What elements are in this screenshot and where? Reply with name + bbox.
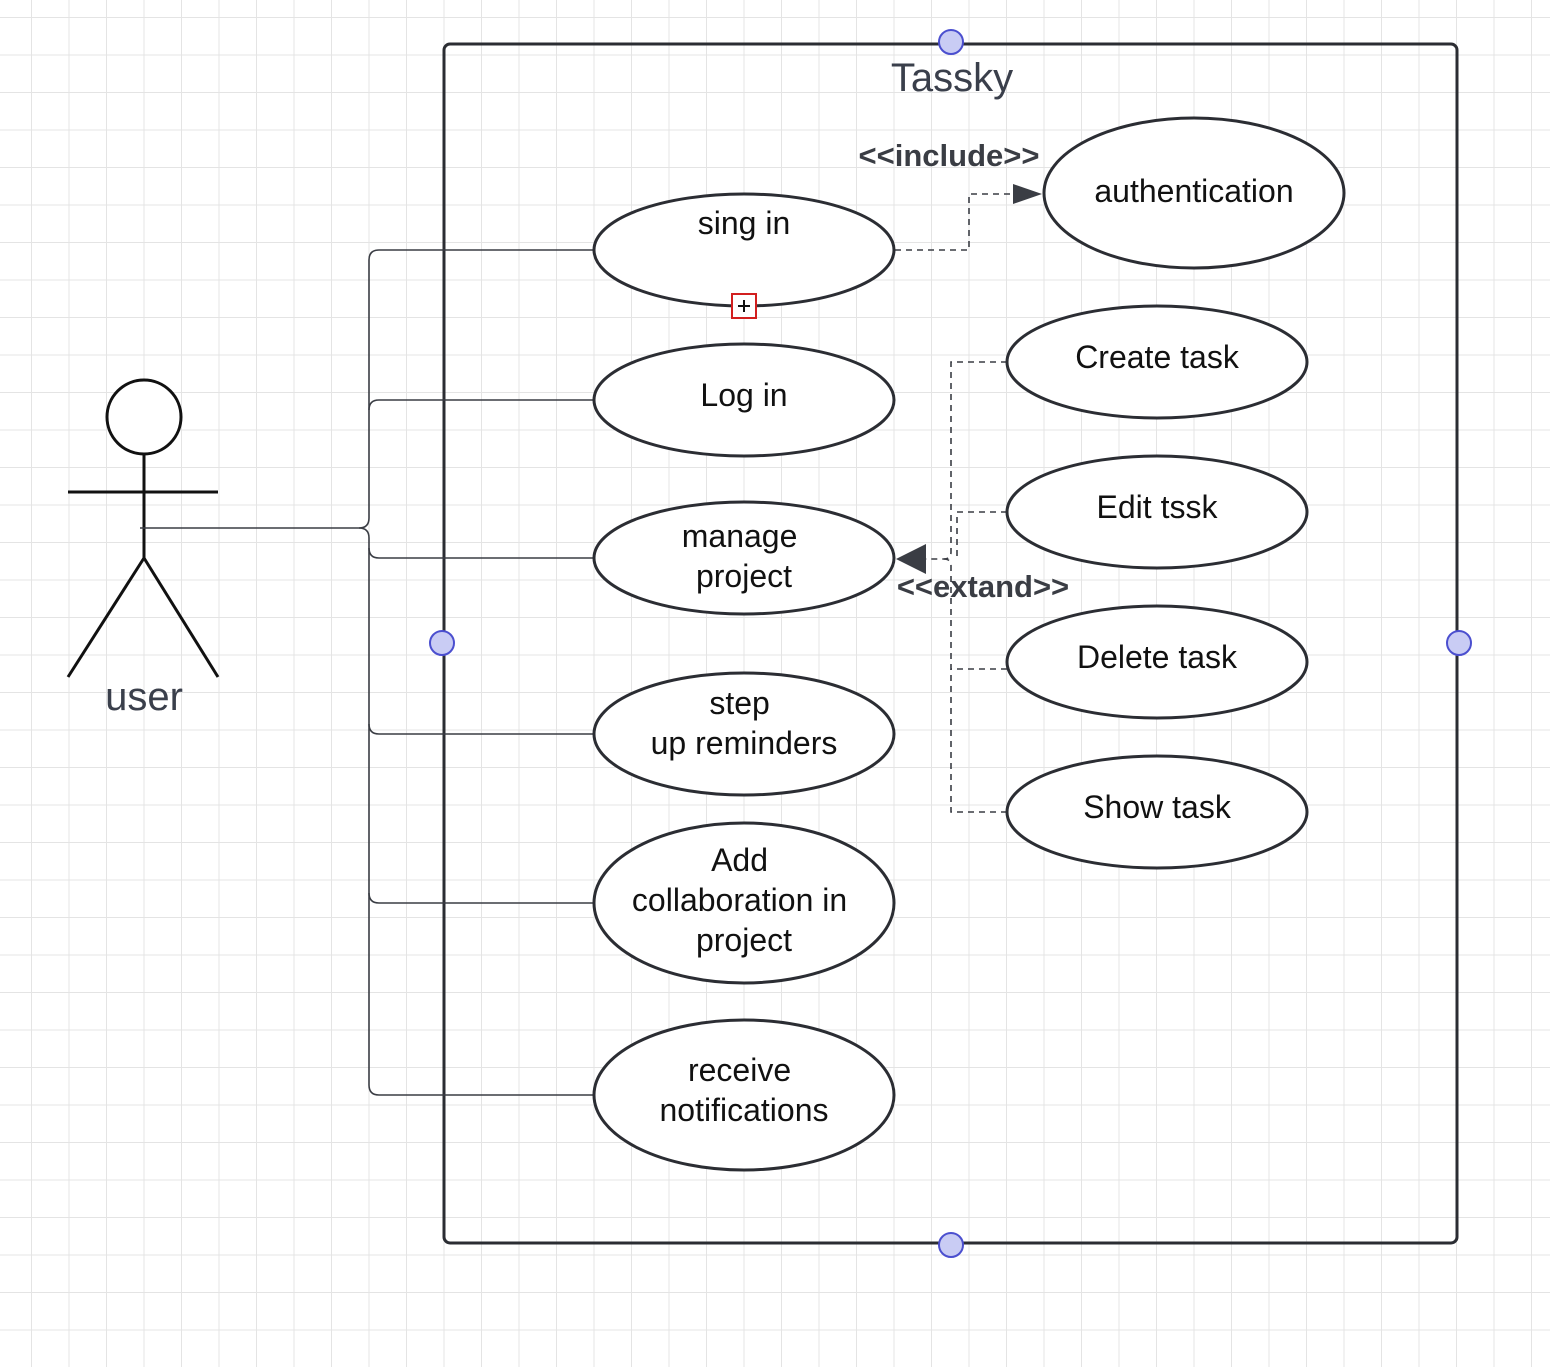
- use-case-label: notifications: [660, 1092, 829, 1128]
- selection-handle-top-icon[interactable]: [938, 29, 964, 55]
- use-case-label: receive: [688, 1052, 791, 1088]
- use-case-label: step: [709, 685, 769, 721]
- use-case-label: collaboration in: [632, 882, 847, 918]
- use-case-authentication[interactable]: authentication: [1042, 116, 1346, 270]
- use-case-label: Edit tssk: [1097, 489, 1219, 525]
- use-case-receive-notifications[interactable]: receive notifications: [592, 1018, 896, 1172]
- include-line: [895, 193, 1013, 251]
- extend-relationships[interactable]: <<extand>>: [896, 361, 1069, 813]
- selection-handle-right-icon[interactable]: [1446, 630, 1472, 656]
- svg-text:Edit tssk: Edit tssk: [1097, 489, 1219, 525]
- svg-text:authentication: authentication: [1094, 173, 1293, 209]
- extend-edit-task: [956, 511, 1007, 559]
- association-log-in[interactable]: [368, 399, 594, 411]
- svg-text:Delete task: Delete task: [1077, 639, 1238, 675]
- selection-handle-left-icon[interactable]: [429, 630, 455, 656]
- svg-text:step up reminders: step up reminders: [651, 685, 838, 761]
- plus-box-icon[interactable]: [731, 293, 757, 319]
- association-collaboration[interactable]: [368, 892, 594, 904]
- extend-arrowhead: [896, 544, 926, 574]
- extend-label: <<extand>>: [897, 569, 1069, 604]
- actor-head: [105, 378, 183, 456]
- svg-text:receive notifications: receive notifications: [660, 1052, 829, 1128]
- svg-text:Show task: Show task: [1083, 789, 1232, 825]
- association-down-trunk[interactable]: [358, 527, 594, 1096]
- use-case-label: Show task: [1083, 789, 1232, 825]
- use-case-label: Create task: [1075, 339, 1240, 375]
- use-case-label: project: [696, 922, 792, 958]
- svg-text:Add collaboration in: Add collaboration in project: [632, 842, 856, 958]
- use-case-set-up-reminders[interactable]: step up reminders: [592, 671, 896, 797]
- include-relationship[interactable]: <<include>>: [859, 138, 1042, 251]
- svg-text:manage project: manage project: [682, 518, 807, 594]
- use-case-sign-in[interactable]: sing in: [592, 192, 896, 308]
- use-case-add-collaboration[interactable]: Add collaboration in project: [592, 821, 896, 985]
- use-case-label: Add: [711, 842, 768, 878]
- svg-text:Create task: Create task: [1075, 339, 1240, 375]
- use-case-manage-project[interactable]: manage project: [592, 500, 896, 616]
- association-trunk[interactable]: [140, 249, 594, 529]
- extend-delete-task: [943, 558, 1007, 670]
- svg-text:Log in: Log in: [700, 377, 787, 413]
- use-case-label: Log in: [700, 377, 787, 413]
- actor-label: user: [105, 675, 183, 719]
- use-case-label: authentication: [1094, 173, 1293, 209]
- use-case-label: up reminders: [651, 725, 838, 761]
- actor-left-leg: [66, 557, 146, 678]
- svg-text:sing in: sing in: [698, 205, 791, 241]
- extend-create-task: [926, 361, 1007, 560]
- use-case-log-in[interactable]: Log in: [592, 342, 896, 458]
- use-case-show-task[interactable]: Show task: [1005, 754, 1309, 870]
- include-label: <<include>>: [859, 138, 1040, 173]
- include-arrowhead: [1013, 184, 1042, 204]
- use-case-label: project: [696, 558, 792, 594]
- association-lines: [140, 249, 594, 1096]
- use-case-delete-task[interactable]: Delete task: [1005, 604, 1309, 720]
- actor-user[interactable]: user: [66, 378, 220, 719]
- use-case-create-task[interactable]: Create task: [1005, 304, 1309, 420]
- actor-right-leg: [142, 557, 220, 678]
- selection-handle-bottom-icon[interactable]: [938, 1232, 964, 1258]
- use-case-label: Delete task: [1077, 639, 1238, 675]
- use-case-label: sing in: [698, 205, 791, 241]
- association-reminders[interactable]: [368, 723, 594, 735]
- system-title: Tassky: [891, 56, 1013, 100]
- use-case-edit-task[interactable]: Edit tssk: [1005, 454, 1309, 570]
- association-manage-project[interactable]: [368, 547, 594, 559]
- extend-show-task: [950, 669, 1007, 813]
- use-case-label: manage: [682, 518, 798, 554]
